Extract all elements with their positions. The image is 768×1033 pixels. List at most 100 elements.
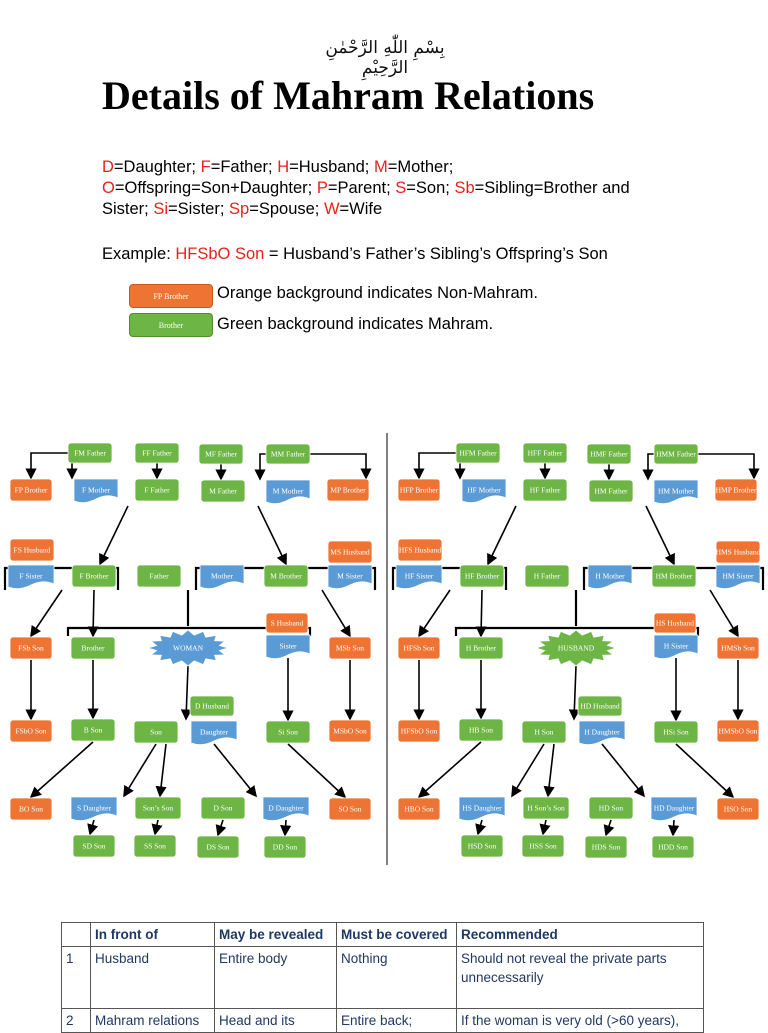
legend-meaning: =Mother;: [387, 158, 454, 176]
left-node-fsbo-son: FSbO Son: [9, 719, 53, 743]
node-label: Son: [150, 728, 162, 737]
node-label: HDS Son: [592, 843, 621, 852]
table-header-cell: [61, 922, 91, 947]
left-node-son: Son: [133, 720, 179, 744]
legend-key: H: [277, 158, 290, 176]
node-label: H Son’s Son: [527, 804, 565, 813]
node-label: S Daughter: [77, 804, 111, 813]
legend-meaning: =Offspring=Son+Daughter;: [114, 179, 317, 197]
legend-meaning: =Son;: [406, 179, 455, 197]
orange-sample-box: FP Brother: [129, 284, 213, 308]
node-label: HS Daughter: [462, 804, 502, 813]
left-node-f-father: F Father: [134, 478, 180, 502]
node-label: D Daughter: [268, 804, 304, 813]
right-node-so-son: HSO Son: [716, 797, 760, 821]
node-label: Daughter: [200, 728, 228, 737]
node-label: HFSbO Son: [401, 727, 438, 736]
node-label: HUSBAND: [558, 644, 595, 653]
example-line: Example: HFSbO Son = Husband’s Father’s …: [102, 244, 608, 265]
table-header-cell: Recommended: [456, 922, 704, 947]
legend-key: Sb: [454, 179, 475, 197]
left-node-fp-brother: FP Brother: [9, 478, 53, 502]
left-node-f-mother: F Mother: [73, 478, 119, 503]
legend-meaning: =Spouse;: [249, 200, 324, 218]
node-label: M Sister: [337, 572, 363, 581]
left-node-bo-son: BO Son: [9, 797, 53, 821]
orange-legend-text: Orange background indicates Non-Mahram.: [217, 284, 539, 302]
node-label: Father: [149, 572, 169, 581]
tree-connector: [487, 505, 517, 566]
node-label: MF Father: [205, 450, 237, 459]
tree-connector: [418, 589, 451, 638]
node-label: BO Son: [19, 805, 43, 814]
tree-connector: [180, 665, 192, 721]
left-node-fs-husband: FS Husband: [9, 538, 55, 562]
node-label: HDD Son: [658, 843, 688, 852]
right-node-f-sister: HF Sister: [395, 564, 443, 589]
tree-connector: [543, 743, 555, 798]
node-label: H Mother: [595, 572, 625, 581]
table-header-row: In front of May be revealed Must be cove…: [61, 922, 704, 947]
node-label: HF Sister: [405, 572, 434, 581]
node-label: FSb Son: [18, 644, 44, 653]
right-node-sd-son: HSD Son: [460, 834, 504, 858]
right-node-msb-son: HMSb Son: [716, 636, 760, 660]
node-label: MP Brother: [330, 486, 366, 495]
left-node-d-husband: D Husband: [189, 695, 235, 717]
right-node-daughter: H Daughter: [578, 720, 626, 745]
left-node-fsb-son: FSb Son: [9, 636, 53, 660]
right-node-s-daughter: HS Daughter: [458, 796, 506, 821]
right-node-s-husband: HS Husband: [653, 612, 697, 634]
example-rest: = Husband’s Father’s Sibling’s Offspring…: [264, 245, 608, 263]
node-label: H Son: [535, 728, 554, 737]
node-label: HD Son: [599, 804, 624, 813]
right-node-ff-father: HFF Father: [522, 442, 568, 464]
table-cell: Nothing: [336, 946, 457, 1009]
left-node-fm-father: FM Father: [67, 442, 113, 464]
legend-line-2: O=Offspring=Son+Daughter; P=Parent; S=So…: [102, 178, 630, 199]
table-header-cell: Must be covered: [336, 922, 457, 947]
legend-meaning: =Sister;: [168, 200, 230, 218]
left-node-mm-father: MM Father: [265, 443, 311, 465]
left-node-si-son: Si Son: [265, 720, 311, 744]
page-title: Details of Mahram Relations: [102, 73, 595, 118]
right-node-m-sister: HM Sister: [715, 564, 761, 589]
node-label: HFS Husband: [399, 546, 442, 555]
table-cell: Head and its: [214, 1008, 337, 1033]
legend-key: O: [102, 179, 115, 197]
table-header-cell: In front of: [90, 922, 215, 947]
legend-meaning: =Sibling=Brother and: [474, 179, 630, 197]
node-label: HFF Father: [528, 449, 563, 458]
node-label: HF Mother: [467, 486, 501, 495]
right-node-brother: H Brother: [458, 636, 504, 660]
legend-meaning: =Wife: [339, 200, 383, 218]
legend-meaning: =Father;: [210, 158, 278, 176]
table-cell: 1: [61, 946, 91, 1009]
right-node-d-daughter: HD Daughter: [650, 796, 698, 821]
left-node-center: WOMAN: [146, 629, 230, 667]
left-node-msbo-son: MSbO Son: [328, 719, 372, 743]
legend-key: P: [316, 179, 328, 197]
legend-key: M: [373, 158, 388, 176]
legend-line-1: D=Daughter; F=Father; H=Husband; M=Mothe…: [102, 157, 453, 178]
node-label: Son’s Son: [143, 804, 173, 813]
right-node-ss-son: HSS Son: [521, 834, 565, 858]
node-label: FM Father: [74, 449, 106, 458]
node-label: FSbO Son: [15, 727, 46, 736]
node-label: HBO Son: [404, 805, 434, 814]
right-node-mf-father: HMF Father: [586, 443, 632, 465]
node-label: DS Son: [206, 843, 229, 852]
node-label: MSb Son: [336, 644, 364, 653]
node-label: HMS Husband: [716, 548, 761, 557]
right-node-fm-father: HFM Father: [455, 442, 501, 464]
right-node-f-mother: HF Mother: [461, 478, 507, 503]
right-node-m-mother: HM Mother: [653, 479, 699, 504]
node-label: F Sister: [19, 572, 43, 581]
tree-connector: [568, 665, 580, 721]
node-label: S Husband: [271, 619, 304, 628]
table-cell: Mahram relations: [90, 1008, 215, 1033]
left-node-mother: Mother: [199, 564, 245, 589]
tree-connector: [30, 589, 63, 638]
tree-connector: [454, 626, 576, 636]
